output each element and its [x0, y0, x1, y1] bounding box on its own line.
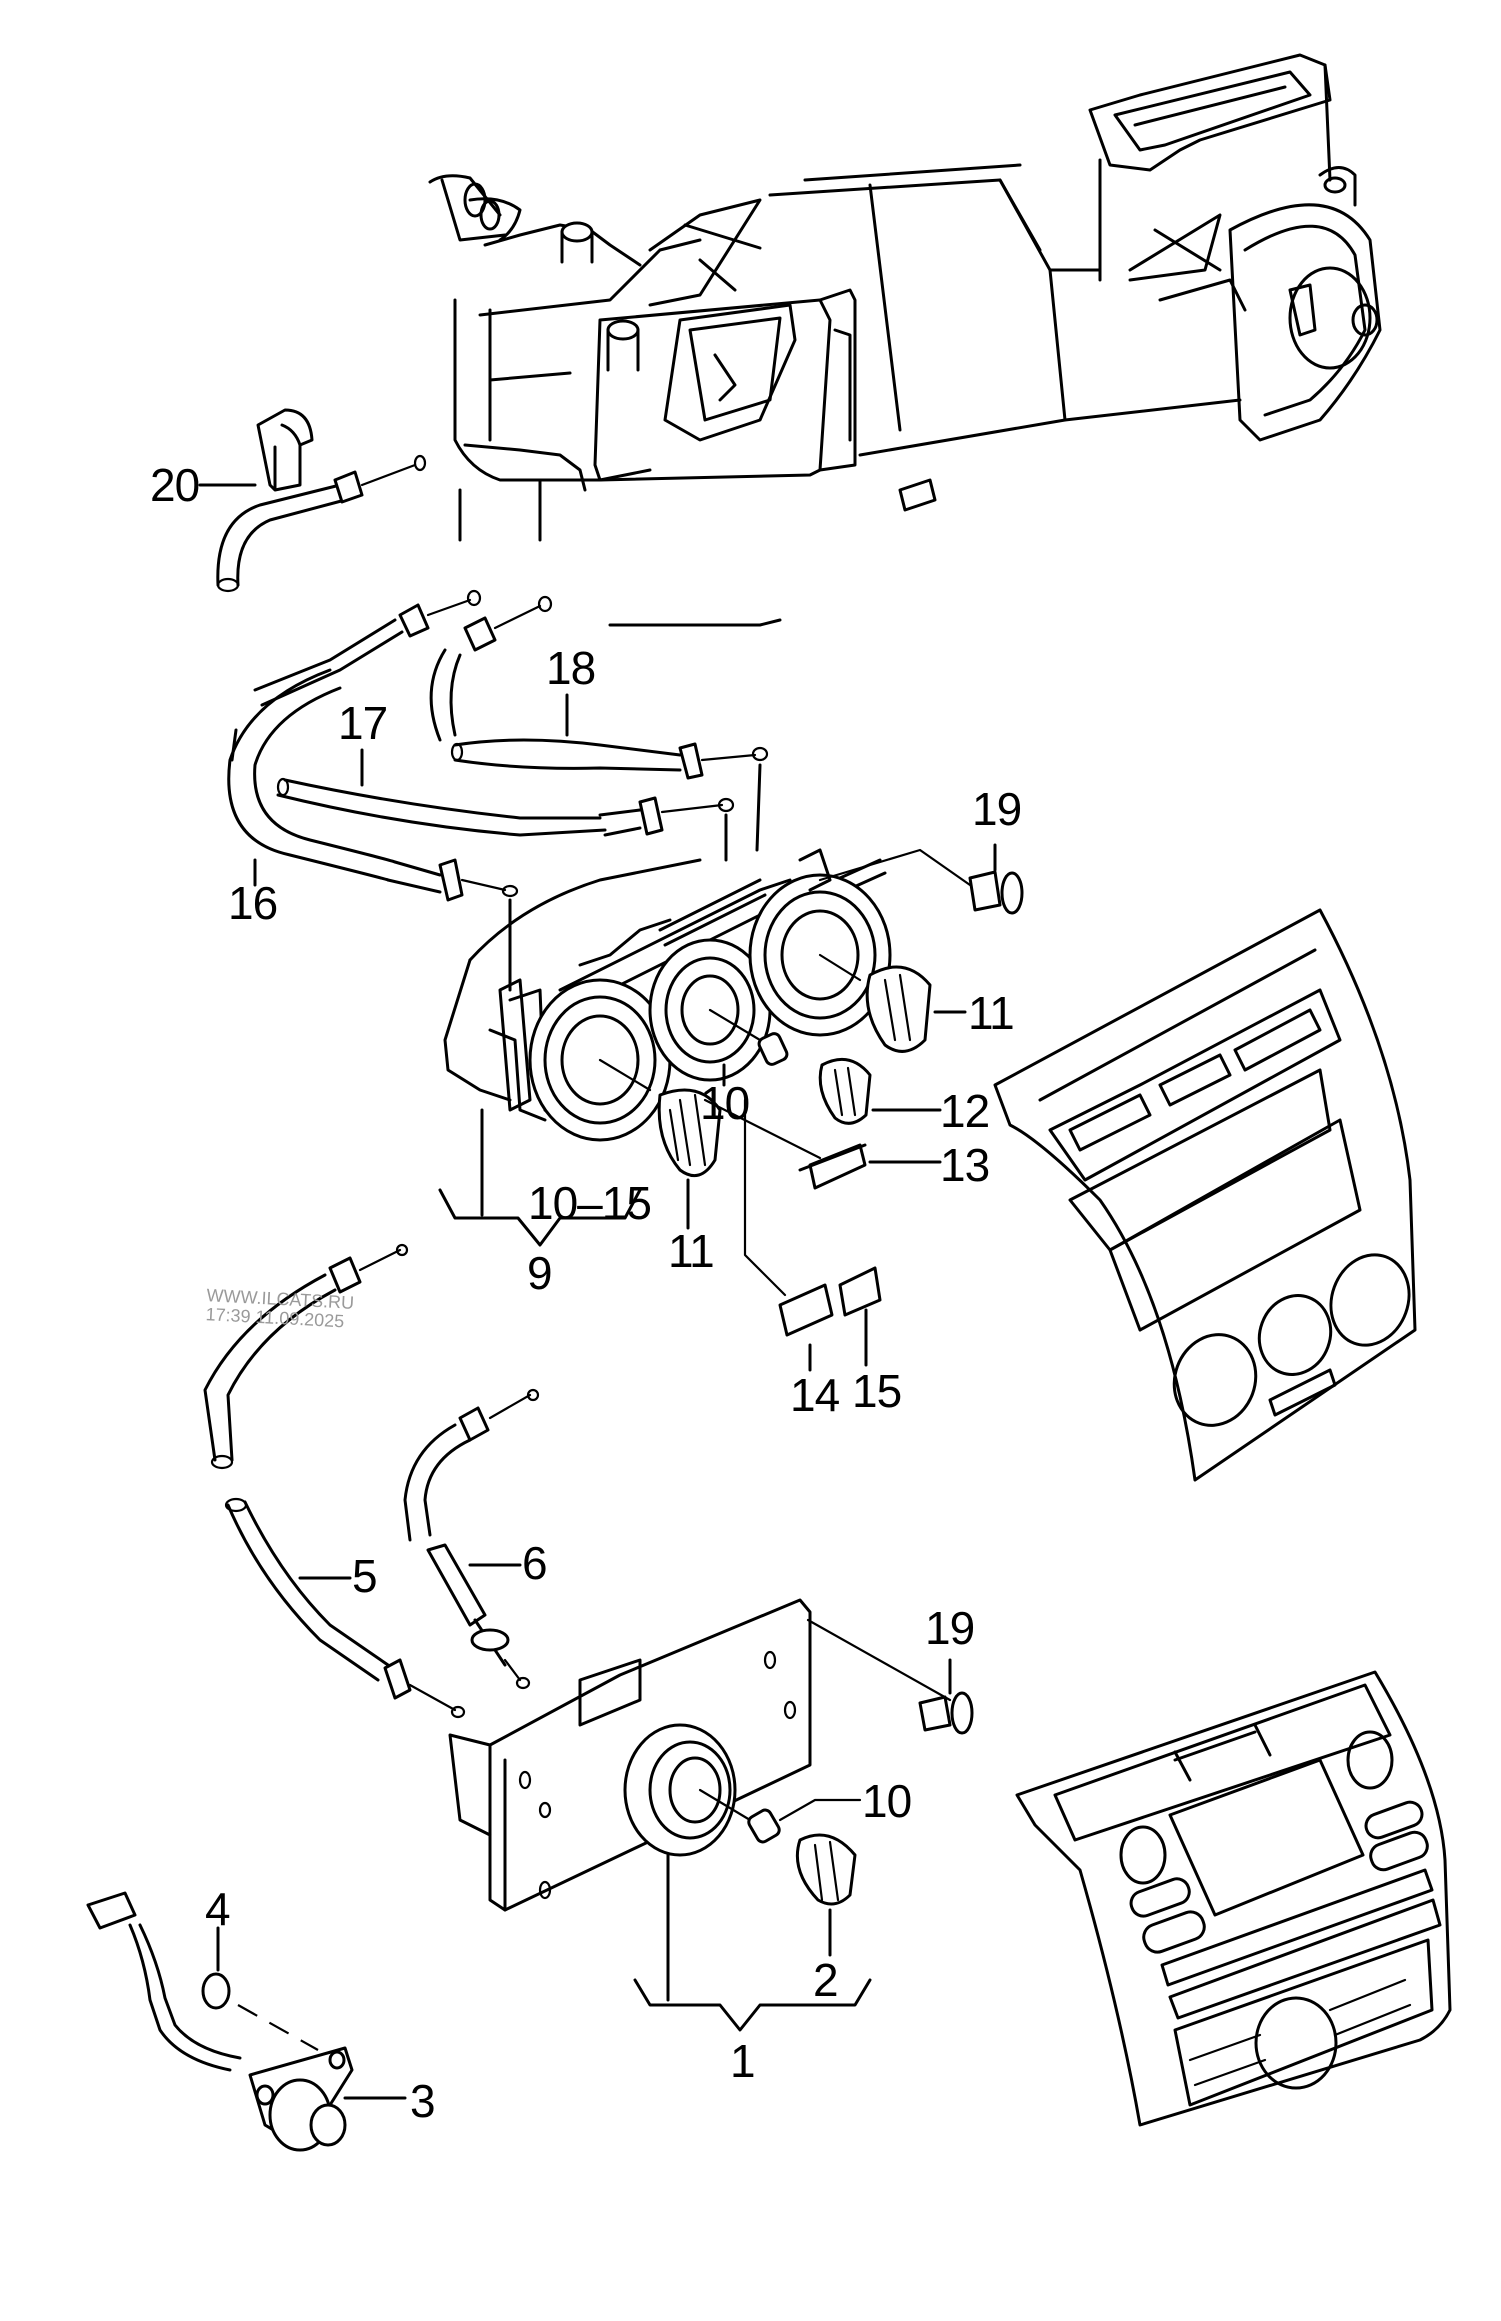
screw-19-lower: [918, 1658, 974, 1735]
knob-11-lower: [657, 1088, 722, 1230]
callout-3: 3: [410, 2075, 436, 2127]
switch-13: [703, 1098, 942, 1190]
callout-6: 6: [522, 1537, 548, 1589]
callout-1: 1: [730, 2035, 756, 2087]
callout-19-upper: 19: [972, 783, 1022, 835]
heater-box: [428, 53, 1382, 627]
knob-12: [818, 1057, 942, 1125]
trim-panel-lower: [1015, 1670, 1452, 2127]
callout-5: 5: [352, 1550, 378, 1602]
control-unit-9: [443, 848, 892, 1142]
trim-panel-upper: [993, 908, 1417, 1482]
callout-13: 13: [940, 1139, 990, 1191]
cables-lower: [203, 1243, 540, 1719]
callout-17: 17: [338, 697, 388, 749]
callout-4: 4: [205, 1883, 231, 1935]
callout-12: 12: [940, 1085, 990, 1137]
callout-11-right: 11: [968, 987, 1015, 1039]
callout-11-lower: 11: [668, 1225, 715, 1277]
callout-18: 18: [546, 642, 596, 694]
clip-20: [198, 408, 314, 492]
cables-upper: [216, 454, 769, 992]
callout-15: 15: [852, 1365, 902, 1417]
callout-2: 2: [813, 1954, 839, 2006]
callout-10-lower: 10: [862, 1775, 912, 1827]
screw-19-upper: [818, 843, 1024, 915]
callout-20: 20: [150, 459, 200, 511]
callout-9: 9: [527, 1247, 553, 1299]
watermark: WWW.ILCATS.RU 17:39 11.09.2025: [205, 1285, 354, 1332]
callout-19-lower: 19: [925, 1602, 975, 1654]
callout-14: 14: [790, 1369, 840, 1421]
knob-11-right: [865, 965, 967, 1053]
bulb-10-lower: [747, 1798, 862, 1844]
cap-4: [201, 1926, 319, 2051]
callout-16: 16: [228, 877, 278, 929]
switch-3: [86, 1891, 407, 2152]
callout-10-15: 10–15: [528, 1177, 652, 1229]
knob-2: [795, 1833, 857, 1957]
switches-14-15: [743, 1098, 882, 1372]
control-unit-1: [448, 1598, 952, 1912]
bracket-1: [633, 1853, 872, 2032]
callout-10-mid: 10: [700, 1077, 750, 1129]
bulb-10-mid: [722, 1032, 789, 1087]
bracket-9: [438, 1108, 642, 1247]
